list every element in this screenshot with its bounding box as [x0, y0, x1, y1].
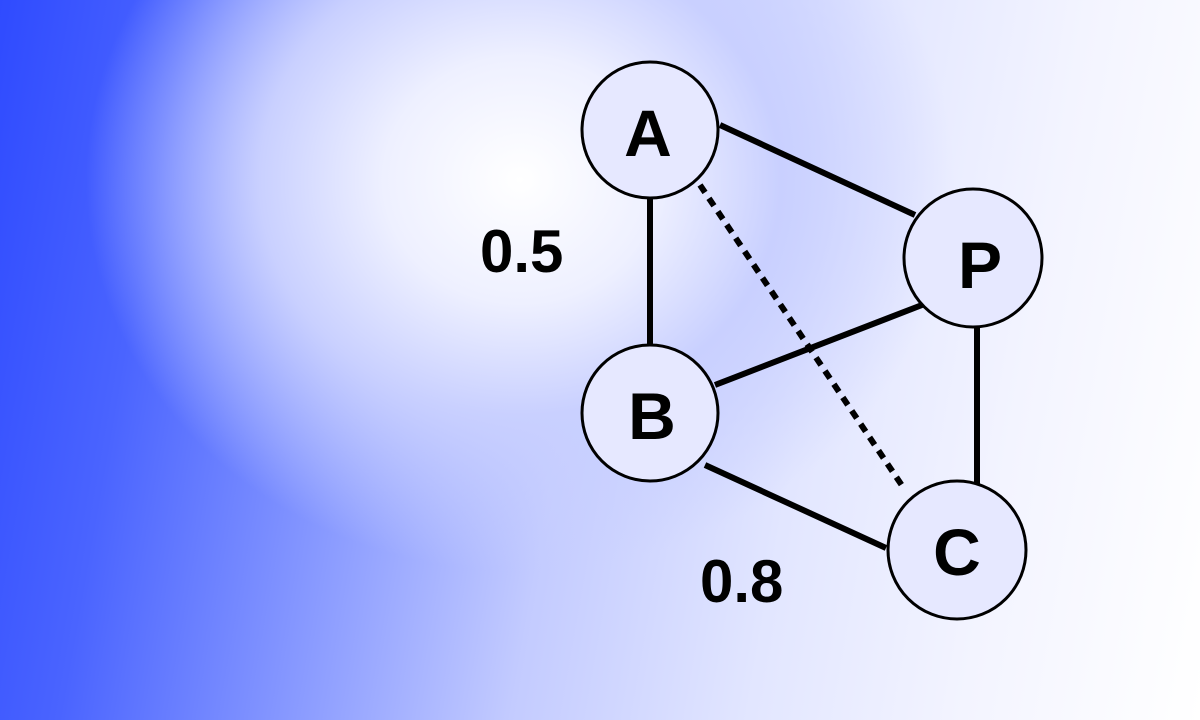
- node-b-label: B: [628, 379, 676, 453]
- node-b: B: [580, 343, 720, 483]
- node-p-label: P: [958, 228, 1002, 302]
- edge-b-c: [703, 462, 888, 551]
- node-c: C: [886, 479, 1028, 621]
- node-a-label: A: [624, 96, 672, 170]
- node-p: P: [902, 187, 1044, 329]
- node-c-label: C: [933, 515, 981, 589]
- weight-label-b-c: 0.8: [700, 548, 783, 615]
- edge-a-c: [697, 183, 908, 492]
- weight-label-a-b: 0.5: [480, 218, 563, 285]
- edge-a-p: [718, 122, 917, 218]
- node-a: A: [580, 60, 720, 200]
- edge-b-p: [713, 302, 924, 388]
